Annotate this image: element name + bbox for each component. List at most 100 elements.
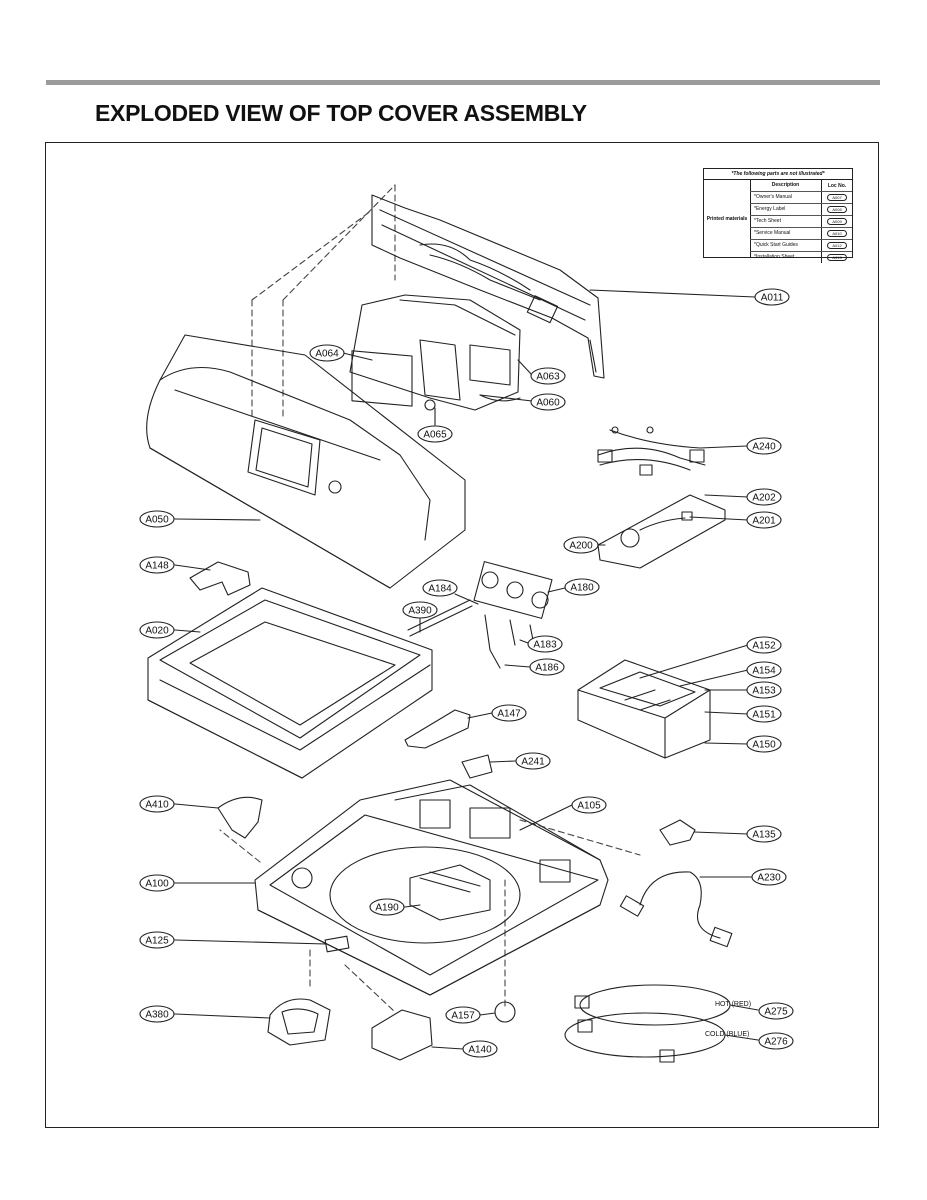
table-row: *Tech Sheet A009	[750, 216, 852, 228]
callout-ellipse	[139, 1005, 175, 1023]
callout-a180: A180	[564, 578, 600, 596]
callout-ellipse	[746, 661, 782, 679]
leader-lines	[174, 289, 759, 1050]
console-cover-A050	[146, 334, 466, 589]
col-description: Description	[750, 180, 822, 191]
callout-ellipse	[139, 874, 175, 892]
callout-text: A135	[752, 830, 776, 841]
callout-a157: A157	[445, 1006, 481, 1024]
callout-ellipse	[758, 1002, 794, 1020]
alignment-guides	[219, 184, 641, 1013]
pcb-assembly	[349, 294, 521, 411]
callout-ellipse	[462, 1040, 498, 1058]
callout-a201: A201	[746, 511, 782, 529]
diagram-frame	[45, 142, 879, 1128]
callout-text: A140	[468, 1045, 492, 1056]
callout-a050: A050	[139, 510, 175, 528]
callout-a135: A135	[746, 825, 782, 843]
callout-ellipse	[746, 735, 782, 753]
callout-ellipse	[527, 635, 563, 653]
callout-ellipse	[422, 579, 458, 597]
parts-not-illustrated-table: *The following parts are not illustrated…	[703, 168, 853, 263]
callout-text: A152	[752, 641, 776, 652]
callout-ellipse	[417, 425, 453, 443]
callout-ellipse	[139, 510, 175, 528]
callout-text: A011	[761, 293, 784, 304]
callout-text: A063	[536, 372, 560, 383]
callout-ellipse	[402, 601, 438, 619]
callout-text: A065	[423, 430, 447, 441]
callout-text: A230	[757, 873, 781, 884]
callout-text: A240	[752, 442, 776, 453]
callout-text: A150	[752, 740, 776, 751]
callout-text: A125	[145, 936, 169, 947]
parts-table-heading: *The following parts are not illustrated…	[704, 169, 852, 180]
table-row: *Installation Sheet A013	[750, 252, 852, 263]
bracket-A148	[189, 561, 251, 596]
callout-ellipse	[491, 704, 527, 722]
callout-ellipse	[445, 1006, 481, 1024]
pressure-switch-A200	[597, 494, 726, 569]
callout-ellipse	[746, 488, 782, 506]
callout-ellipse	[746, 511, 782, 529]
callout-ellipse	[369, 898, 405, 916]
callout-text: A064	[315, 349, 339, 360]
callout-text: A410	[145, 800, 169, 811]
callout-a183: A183	[527, 635, 563, 653]
table-row: *Service Manual A010	[750, 228, 852, 240]
page-title: EXPLODED VIEW OF TOP COVER ASSEMBLY	[95, 100, 587, 126]
top-rule	[46, 80, 880, 85]
callout-a230: A230	[751, 868, 787, 886]
callout-a241: A241	[515, 752, 551, 770]
callout-text: A183	[533, 640, 557, 651]
wire-harness-A240	[597, 426, 706, 476]
hose-label-cold: COLD (BLUE)	[705, 1031, 749, 1038]
callout-text: A157	[451, 1011, 475, 1022]
callout-a148: A148	[139, 556, 175, 574]
top-cover-A100	[254, 779, 609, 996]
callout-a125: A125	[139, 931, 175, 949]
callout-ellipse	[563, 536, 599, 554]
callout-text: A050	[145, 515, 169, 526]
callout-a100: A100	[139, 874, 175, 892]
callout-text: A148	[145, 561, 169, 572]
callout-a410: A410	[139, 795, 175, 813]
callout-ellipse	[529, 658, 565, 676]
callout-text: A153	[752, 686, 776, 697]
parts-table-category: Printed materials	[704, 180, 751, 258]
callout-text: A020	[145, 626, 169, 637]
callout-text: A184	[428, 584, 452, 595]
callout-text: A180	[570, 583, 594, 594]
callout-text: A241	[521, 757, 545, 768]
power-cord-A230	[619, 871, 733, 948]
callout-ellipse	[139, 931, 175, 949]
callout-a154: A154	[746, 661, 782, 679]
water-valve-A180	[407, 561, 553, 669]
callout-text: A105	[577, 801, 601, 812]
table-row: *Energy Label A008	[750, 204, 852, 216]
callout-ellipse	[746, 636, 782, 654]
callout-a240: A240	[746, 437, 782, 455]
callout-a186: A186	[529, 658, 565, 676]
callout-ellipse	[758, 1032, 794, 1050]
callout-ellipse	[564, 578, 600, 596]
callout-text: A100	[145, 879, 169, 890]
callout-a202: A202	[746, 488, 782, 506]
callout-ellipse	[754, 288, 790, 306]
callout-a150: A150	[746, 735, 782, 753]
pump-A380	[267, 998, 331, 1046]
callout-a276: A276	[758, 1032, 794, 1050]
callout-a105: A105	[571, 796, 607, 814]
boot-A410	[217, 796, 263, 839]
lid-assembly-A020	[147, 587, 433, 779]
callout-a140: A140	[462, 1040, 498, 1058]
callout-ellipse	[571, 796, 607, 814]
callout-a390: A390	[402, 601, 438, 619]
callout-a020: A020	[139, 621, 175, 639]
callout-text: A190	[375, 903, 399, 914]
callout-text: A151	[752, 710, 776, 721]
callout-a151: A151	[746, 705, 782, 723]
table-row: *Quick Start Guides A012	[750, 240, 852, 252]
callout-text: A200	[569, 541, 593, 552]
